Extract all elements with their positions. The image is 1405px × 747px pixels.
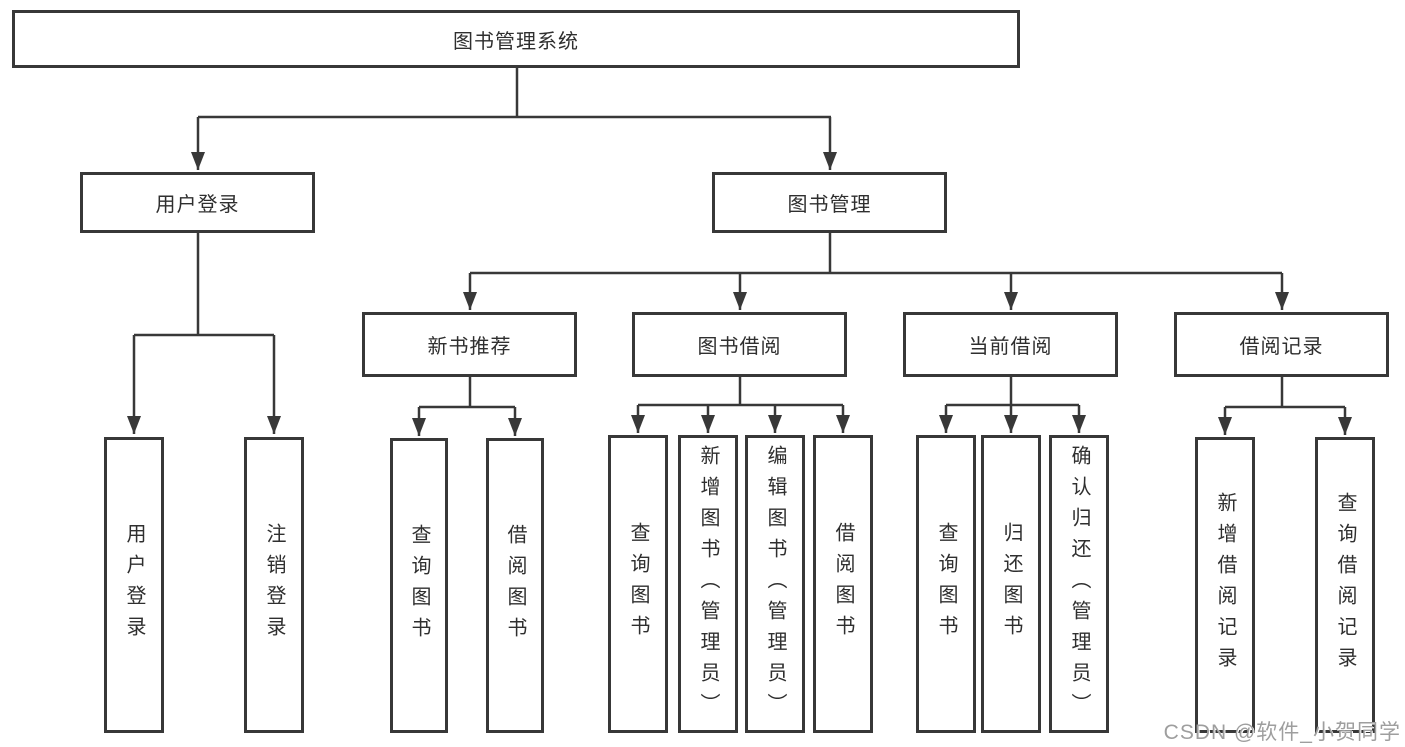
node-borrow-records: 借阅记录 xyxy=(1174,312,1389,377)
node-new-book-recommend: 新书推荐 xyxy=(362,312,577,377)
leaf-user-login-label: 用户登录 xyxy=(123,523,145,647)
leaf-recommend-query-books-label: 查询图书 xyxy=(408,523,430,648)
leaf-current-return-books: 归还图书 xyxy=(981,435,1041,733)
leaf-borrow-add-books-admin-label: 新增图书（管理员） xyxy=(697,444,719,724)
leaf-logout-label: 注销登录 xyxy=(263,523,285,647)
leaf-current-confirm-return-admin-label: 确认归还（管理员） xyxy=(1068,444,1090,724)
leaf-borrow-borrow-books: 借阅图书 xyxy=(813,435,873,733)
leaf-borrow-query-books-label: 查询图书 xyxy=(627,522,649,646)
leaf-current-query-books-label: 查询图书 xyxy=(935,522,957,646)
leaf-recommend-query-books: 查询图书 xyxy=(390,438,448,733)
csdn-watermark: CSDN @软件_小贺同学 xyxy=(1163,721,1401,744)
leaf-records-add-record-label: 新增借阅记录 xyxy=(1214,492,1236,678)
node-book-management: 图书管理 xyxy=(712,172,947,233)
node-current-borrow: 当前借阅 xyxy=(903,312,1118,377)
leaf-logout: 注销登录 xyxy=(244,437,304,733)
leaf-records-add-record: 新增借阅记录 xyxy=(1195,437,1255,733)
node-root-system: 图书管理系统 xyxy=(12,10,1020,68)
leaf-borrow-add-books-admin: 新增图书（管理员） xyxy=(678,435,738,733)
leaf-recommend-borrow-books-label: 借阅图书 xyxy=(504,523,526,648)
node-book-borrow: 图书借阅 xyxy=(632,312,847,377)
leaf-current-query-books: 查询图书 xyxy=(916,435,976,733)
leaf-borrow-edit-books-admin: 编辑图书（管理员） xyxy=(745,435,805,733)
leaf-borrow-query-books: 查询图书 xyxy=(608,435,668,733)
node-user-login-group: 用户登录 xyxy=(80,172,315,233)
leaf-records-query-record-label: 查询借阅记录 xyxy=(1334,492,1356,678)
leaf-current-return-books-label: 归还图书 xyxy=(1000,522,1022,646)
leaf-user-login: 用户登录 xyxy=(104,437,164,733)
leaf-borrow-edit-books-admin-label: 编辑图书（管理员） xyxy=(764,444,786,724)
leaf-current-confirm-return-admin: 确认归还（管理员） xyxy=(1049,435,1109,733)
leaf-borrow-borrow-books-label: 借阅图书 xyxy=(832,522,854,646)
leaf-records-query-record: 查询借阅记录 xyxy=(1315,437,1375,733)
leaf-recommend-borrow-books: 借阅图书 xyxy=(486,438,544,733)
